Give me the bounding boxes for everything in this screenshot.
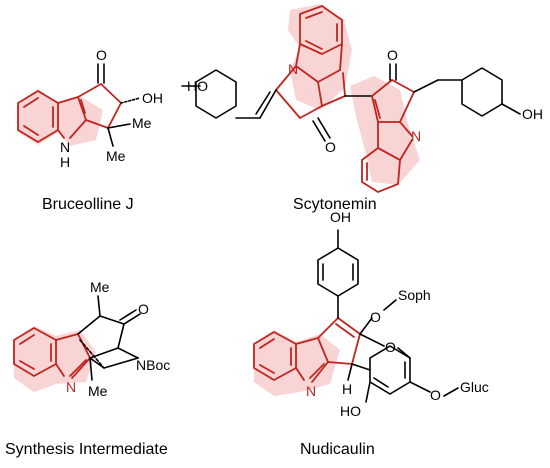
bruceolline-label-oh: OH (142, 90, 163, 106)
synthesis-intermediate-structure (13, 295, 141, 392)
intermediate-label-nboc: NBoc (136, 357, 170, 373)
nudicaulin-label-h: H (342, 381, 352, 397)
bruceolline-label-o: O (96, 47, 107, 63)
scytonemin-caption: Scytonemin (293, 196, 377, 213)
scytonemin-label-n2: N (411, 128, 421, 144)
scytonemin-label-n1: N (288, 61, 298, 77)
bruceolline-label-me2: Me (106, 148, 126, 164)
nudicaulin-label-gluc: Gluc (460, 379, 489, 395)
bruceolline-label-h: H (60, 154, 70, 170)
nudicaulin-label-o-soph: O (370, 309, 381, 325)
intermediate-highlight (14, 326, 96, 392)
scytonemin-highlight-top (288, 4, 352, 110)
nudicaulin-caption: Nudicaulin (300, 441, 375, 458)
intermediate-label-o: O (138, 301, 149, 317)
scytonemin-label-o2: O (387, 47, 398, 63)
bruceolline-label-n: N (60, 139, 70, 155)
nudicaulin-label-o-gluc: O (430, 387, 441, 403)
scytonemin-label-oh: OH (522, 106, 543, 122)
intermediate-caption: Synthesis Intermediate (5, 441, 168, 458)
nudicaulin-structure (253, 229, 459, 403)
nudicaulin-label-ho: HO (340, 403, 361, 419)
bruceolline-label-me1: Me (132, 115, 152, 131)
intermediate-label-me-bottom: Me (88, 383, 108, 399)
scytonemin-structure (181, 4, 521, 193)
bruceolline-j-caption: Bruceolline J (42, 196, 134, 213)
intermediate-label-me-top: Me (90, 279, 110, 295)
scytonemin-highlight-bottom (350, 76, 420, 185)
nudicaulin-label-o-ring: O (385, 339, 396, 355)
scytonemin-label-o1: O (325, 139, 336, 155)
intermediate-label-n: N (66, 379, 76, 395)
nudicaulin-label-n: N (306, 383, 316, 399)
nudicaulin-label-soph: Soph (398, 287, 431, 303)
scytonemin-label-ho: HO (187, 78, 208, 94)
nudicaulin-label-oh-top: OH (330, 209, 351, 225)
bruceolline-j-structure (17, 63, 141, 147)
